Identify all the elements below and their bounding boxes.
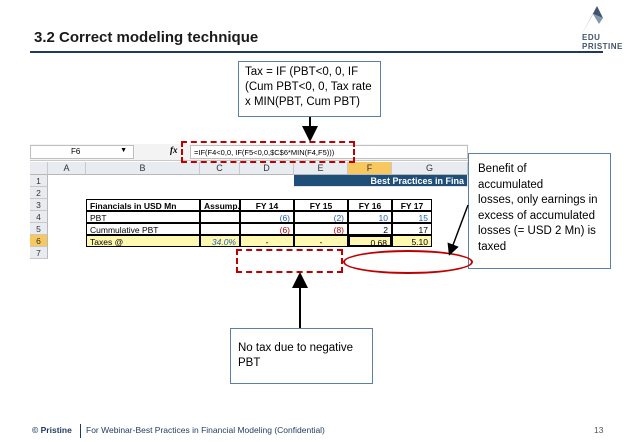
column-header-f[interactable]: F — [348, 162, 392, 175]
row-header-6[interactable]: 6 — [30, 235, 48, 247]
row-header-7[interactable]: 7 — [30, 247, 48, 259]
column-header-g[interactable]: G — [392, 162, 468, 175]
callout-line: excess of accumulated — [478, 209, 595, 222]
callout-line: x MIN(PBT, Cum PBT) — [245, 96, 361, 108]
formula-input[interactable]: =IF(F4<0,0, IF(F5<0,0,$C$6*MIN(F4,F5))) — [190, 145, 468, 159]
pbt-label-cell[interactable]: PBT — [86, 211, 200, 223]
callout-line: Benefit of — [478, 163, 527, 175]
taxed-values-ellipse — [343, 250, 473, 274]
column-header-c[interactable]: C — [200, 162, 240, 175]
row-header-1[interactable]: 1 — [30, 175, 48, 187]
taxes-fy17-cell[interactable]: 5.10 — [392, 235, 432, 247]
callout-line: PBT — [238, 357, 261, 369]
banner-cell[interactable]: Best Practices in Fina — [294, 175, 468, 187]
taxes-fy16-cell[interactable]: 0.68 — [348, 235, 392, 247]
taxes-fy15-cell[interactable]: - — [294, 235, 348, 247]
cum-pbt-label-cell[interactable]: Cummulative PBT — [86, 223, 200, 235]
pbt-fy15-cell[interactable]: (2) — [294, 211, 348, 223]
name-box[interactable]: F6 ▼ — [30, 145, 134, 159]
callout-line: No tax due to negative — [238, 342, 354, 354]
select-all-corner[interactable] — [30, 162, 48, 175]
zero-tax-highlight — [236, 249, 343, 273]
row-header-5[interactable]: 5 — [30, 223, 48, 235]
column-header-e[interactable]: E — [294, 162, 348, 175]
no-tax-callout: No tax due to negative PBT — [230, 328, 373, 384]
row-header-4[interactable]: 4 — [30, 211, 48, 223]
logo-text: EDU PRISTINE — [582, 33, 623, 51]
cum-pbt-assump-cell[interactable] — [200, 223, 240, 235]
edu-pristine-logo — [581, 6, 603, 36]
header-cell-label[interactable]: Financials in USD Mn — [86, 199, 200, 211]
formula-bar: F6 ▼ fx =IF(F4<0,0, IF(F5<0,0,$C$6*MIN(F… — [30, 144, 468, 161]
cum-pbt-fy14-cell[interactable]: (6) — [240, 223, 294, 235]
pbt-assump-cell[interactable] — [200, 211, 240, 223]
taxes-fy14-cell[interactable]: - — [240, 235, 294, 247]
column-header-a[interactable]: A — [48, 162, 86, 175]
callout-line: losses (= USD 2 Mn) is — [478, 225, 596, 237]
column-header-d[interactable]: D — [240, 162, 294, 175]
footer-text: For Webinar-Best Practices in Financial … — [86, 425, 325, 435]
cum-pbt-fy16-cell[interactable]: 2 — [348, 223, 392, 235]
tax-rate-cell[interactable]: 34.0% — [200, 235, 240, 247]
header-cell-fy15[interactable]: FY 15 — [294, 199, 348, 211]
header-cell-fy17[interactable]: FY 17 — [392, 199, 432, 211]
fx-icon[interactable]: fx — [170, 145, 178, 155]
spreadsheet[interactable]: F6 ▼ fx =IF(F4<0,0, IF(F5<0,0,$C$6*MIN(F… — [30, 144, 468, 276]
callout-line: (Cum PBT<0, 0, Tax rate — [245, 81, 372, 93]
name-box-value: F6 — [71, 147, 81, 156]
page-title: 3.2 Correct modeling technique — [34, 29, 259, 46]
pbt-fy17-cell[interactable]: 15 — [392, 211, 432, 223]
column-header-b[interactable]: B — [86, 162, 200, 175]
header-cell-fy14[interactable]: FY 14 — [240, 199, 294, 211]
header-cell-assump[interactable]: Assump. — [200, 199, 240, 211]
cum-pbt-fy17-cell[interactable]: 17 — [392, 223, 432, 235]
row-header-3[interactable]: 3 — [30, 199, 48, 211]
callout-line: Tax = IF (PBT<0, 0, IF — [245, 66, 359, 78]
callout-line: accumulated — [478, 178, 544, 191]
cum-pbt-fy15-cell[interactable]: (8) — [294, 223, 348, 235]
page-number: 13 — [594, 425, 604, 435]
header-cell-fy16[interactable]: FY 16 — [348, 199, 392, 211]
title-rule — [30, 51, 603, 53]
chevron-down-icon[interactable]: ▼ — [120, 147, 127, 154]
callout-line: losses, only earnings in — [478, 194, 598, 206]
taxes-label-cell[interactable]: Taxes @ — [86, 235, 200, 247]
row-header-2[interactable]: 2 — [30, 187, 48, 199]
footer-divider — [80, 424, 81, 438]
footer-brand: © Pristine — [32, 425, 72, 435]
pbt-fy16-cell[interactable]: 10 — [348, 211, 392, 223]
callout-line: taxed — [478, 240, 507, 253]
pbt-fy14-cell[interactable]: (6) — [240, 211, 294, 223]
benefit-callout: Benefit of accumulated losses, only earn… — [468, 153, 611, 269]
formula-highlight — [181, 141, 355, 163]
formula-callout: Tax = IF (PBT<0, 0, IF (Cum PBT<0, 0, Ta… — [238, 61, 381, 117]
